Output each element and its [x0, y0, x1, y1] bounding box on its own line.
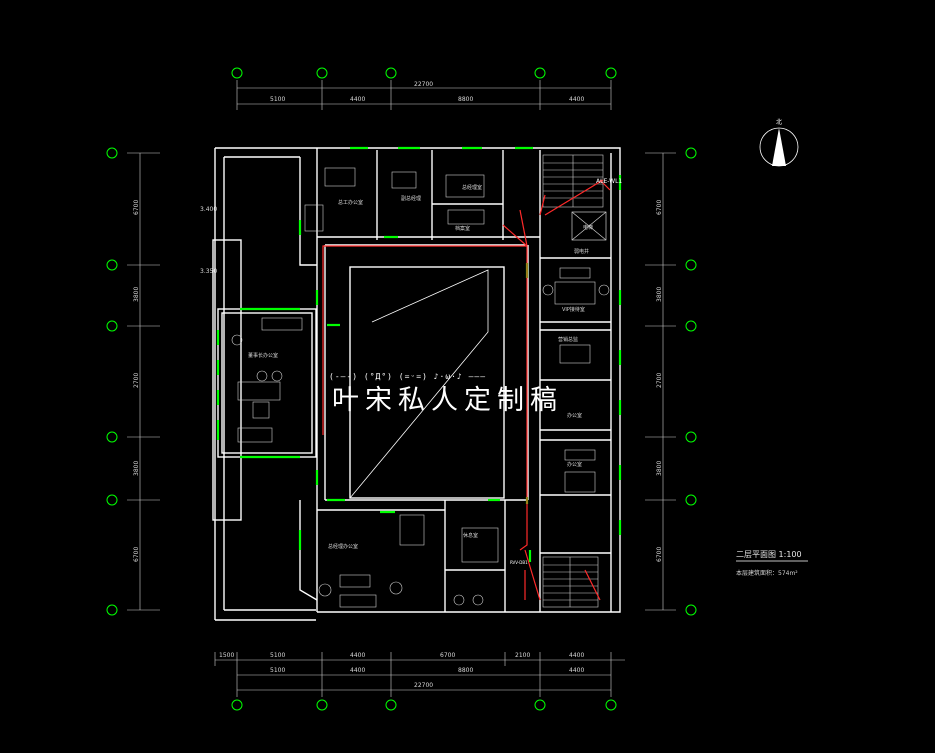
axis-bubble — [685, 320, 697, 332]
dim-right-1: 6700 — [656, 200, 663, 215]
north-arrow: 北 — [759, 118, 799, 167]
courtyard-skylight — [349, 269, 489, 499]
dim-left-1: 6700 — [133, 200, 140, 215]
dim-bottom-b1: 5100 — [270, 667, 285, 674]
drawing-title-area: 本层建筑面积：574m² — [736, 569, 798, 577]
watermark-text: 叶宋私人定制稿 — [332, 385, 563, 416]
dim-bottom-b4: 4400 — [569, 667, 584, 674]
axis-bubble — [685, 604, 697, 616]
axis-bubble — [534, 67, 546, 79]
axis-bubble — [106, 604, 118, 616]
north-label: 北 — [776, 118, 782, 126]
level-mark-1: 3.400 — [200, 206, 217, 213]
room-label: VIP接待室 — [562, 306, 585, 313]
dim-right-5: 6700 — [656, 547, 663, 562]
room-label: 总经理室 — [462, 184, 482, 191]
dim-top-1: 5100 — [270, 96, 285, 103]
room-label: 营销总监 — [558, 336, 578, 343]
panel-tag: ALE-WL1 — [596, 178, 622, 185]
dim-bottom-a2: 5100 — [270, 652, 285, 659]
dim-left-3: 2700 — [133, 373, 140, 388]
dim-top-2: 4400 — [350, 96, 365, 103]
furniture — [231, 167, 610, 608]
room-label: 总工办公室 — [338, 199, 363, 206]
dimension-lines — [127, 80, 676, 697]
dim-left-4: 3800 — [133, 461, 140, 476]
dim-bottom-a6: 4400 — [569, 652, 584, 659]
dim-bottom-a1: 1500 — [219, 652, 234, 659]
electrical-wiring — [322, 179, 611, 601]
axis-bubble — [385, 699, 397, 711]
axis-bubble — [106, 494, 118, 506]
drawing-title-main: 二层平面图 1:100 — [736, 550, 802, 559]
dim-right-3: 2700 — [656, 373, 663, 388]
room-labels: 总工办公室 副总经理 总经理室 档案室 电梯 弱电井 VIP接待室 营销总监 办… — [248, 184, 593, 550]
dim-top-3: 8800 — [458, 96, 473, 103]
axis-bubble — [385, 67, 397, 79]
axis-bubble — [231, 67, 243, 79]
room-label: 办公室 — [567, 412, 582, 419]
staircase-top — [542, 154, 604, 208]
dim-bottom-a5: 2100 — [515, 652, 530, 659]
dim-top-4: 4400 — [569, 96, 584, 103]
dim-bottom-b2: 4400 — [350, 667, 365, 674]
axis-bubble — [534, 699, 546, 711]
room-label: 副总经理 — [401, 195, 421, 202]
elevator — [571, 211, 607, 241]
axis-bubble — [316, 67, 328, 79]
dim-right-4: 3800 — [656, 461, 663, 476]
drawing-title: 二层平面图 1:100 本层建筑面积：574m² — [736, 550, 808, 577]
dim-bottom-a4: 6700 — [440, 652, 455, 659]
staircase-bottom — [542, 556, 599, 608]
axis-bubble — [685, 494, 697, 506]
watermark: (-—-) (°Д°) (=ᵕ=) ♪·ω·♪ ――― 叶宋私人定制稿 — [329, 372, 563, 416]
room-label: 弱电井 — [574, 248, 589, 255]
room-label: 档案室 — [455, 225, 470, 232]
dim-left-5: 6700 — [133, 547, 140, 562]
axis-bubble — [605, 67, 617, 79]
axis-bubble — [106, 259, 118, 271]
dim-top-total: 22700 — [414, 81, 433, 88]
room-label: 总经理办公室 — [328, 543, 358, 550]
dim-bottom-b3: 8800 — [458, 667, 473, 674]
dim-left-2: 3800 — [133, 287, 140, 302]
watermark-emoticons: (-—-) (°Д°) (=ᵕ=) ♪·ω·♪ ――― — [329, 372, 486, 381]
axis-bubble — [106, 147, 118, 159]
axis-bubble — [106, 320, 118, 332]
axis-bubble — [231, 699, 243, 711]
panel-tag-2: RVV-DB1 — [510, 560, 528, 565]
dim-bottom-total: 22700 — [414, 682, 433, 689]
axis-bubble — [605, 699, 617, 711]
level-mark-2: 3.350 — [200, 268, 217, 275]
room-label: 休息室 — [463, 532, 478, 539]
axis-bubble — [685, 259, 697, 271]
axis-bubble — [106, 431, 118, 443]
dimension-texts: 22700 5100 4400 8800 4400 1500 5100 4400… — [133, 81, 663, 689]
room-label: 办公室 — [567, 461, 582, 468]
axis-bubble — [685, 431, 697, 443]
axis-bubble — [316, 699, 328, 711]
walls — [212, 147, 621, 621]
dim-bottom-a3: 4400 — [350, 652, 365, 659]
room-label: 电梯 — [583, 224, 593, 231]
room-label: 董事长办公室 — [248, 352, 278, 359]
axis-bubble — [685, 147, 697, 159]
dim-right-2: 3800 — [656, 287, 663, 302]
axis-markers — [106, 67, 697, 711]
